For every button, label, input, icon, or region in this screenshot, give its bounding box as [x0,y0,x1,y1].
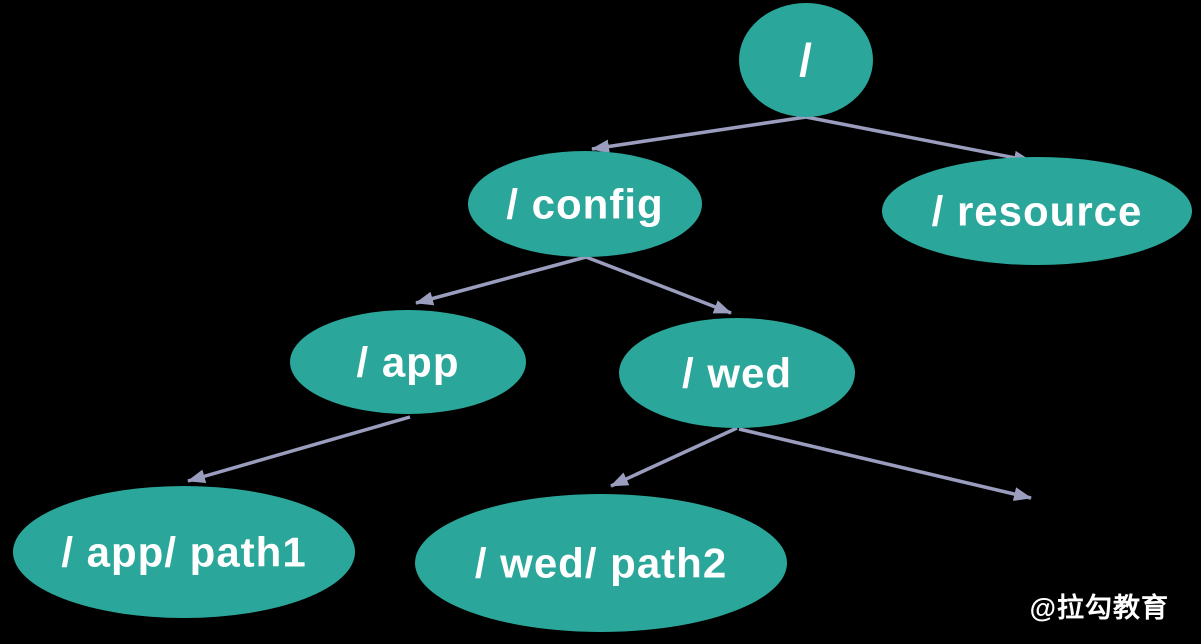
node-label: / app [356,339,459,386]
node-label: / config [506,181,663,228]
node-wed-path2: / wed/ path2 [415,494,787,632]
node-ellipse [619,318,855,428]
node-ellipse [415,494,787,632]
node-root: / [739,3,873,117]
edge-root-resource [805,115,1032,165]
node-ellipse [739,3,873,117]
node-config: / config [468,151,702,257]
node-ellipse [468,151,702,257]
node-label: / app/ path1 [61,529,306,576]
node-ellipse [882,157,1192,265]
edges-layer [187,115,1032,501]
edge-wed-wed-path2 [610,426,738,488]
node-app-path1: / app/ path1 [13,486,355,618]
nodes-layer: / / config / resource / app / wed / app/ path… [13,3,1192,632]
node-wed: / wed [619,318,855,428]
node-ellipse [13,486,355,618]
edge-root-config [591,115,807,154]
edge-config-wed [585,255,732,315]
node-resource: / resource [882,157,1192,265]
edge-wed-unlabeled [738,427,1032,501]
node-label: / resource [932,188,1143,235]
node-label: / [799,34,813,86]
node-label: / wed/ path2 [475,540,727,587]
edge-config-app [415,255,587,306]
node-ellipse [290,310,526,414]
node-label: / wed [682,350,792,397]
node-app: / app [290,310,526,414]
watermark: @拉勾教育 [1029,593,1169,623]
edge-app-app-path1 [187,415,411,484]
